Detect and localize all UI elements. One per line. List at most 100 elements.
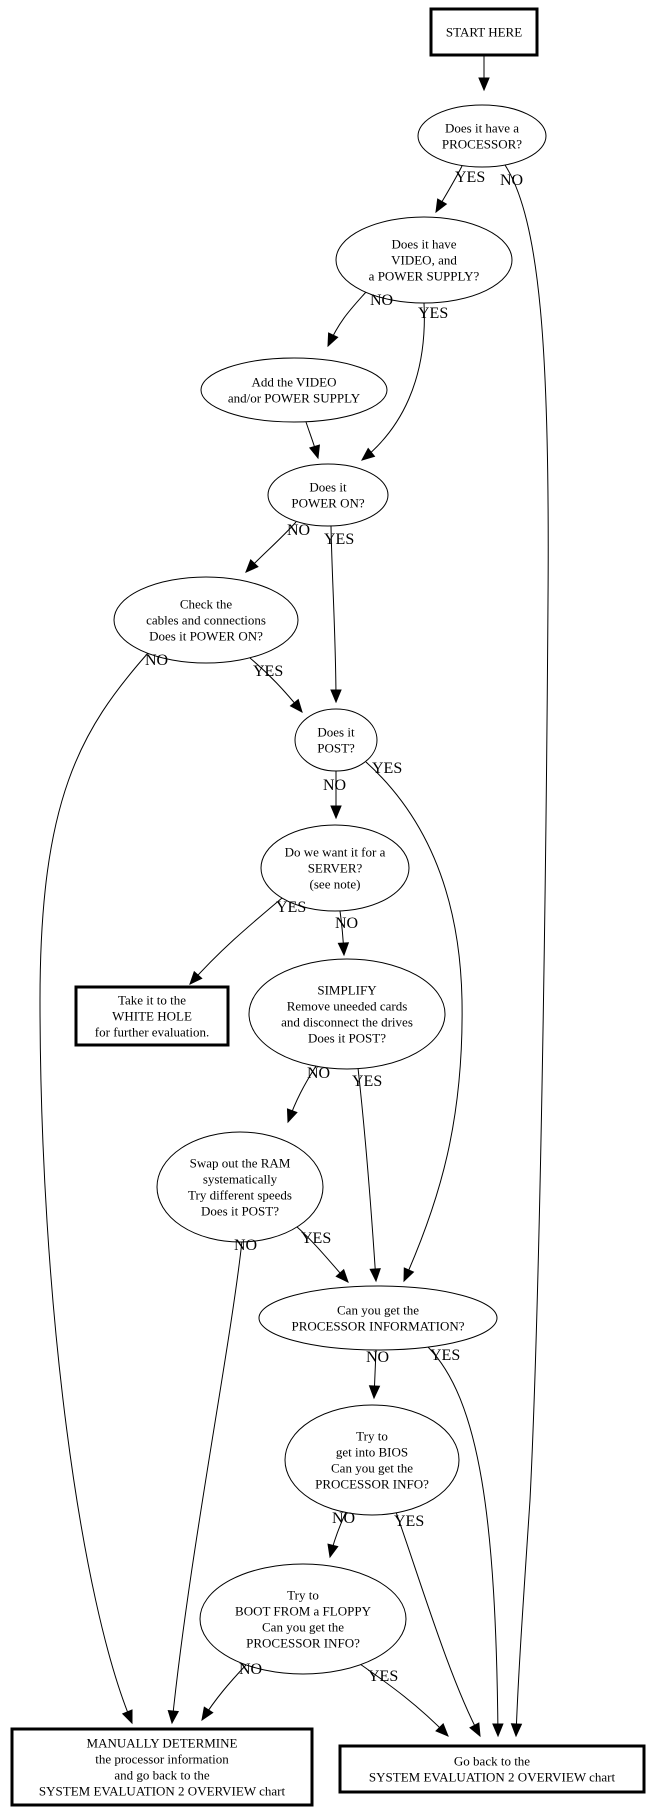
arrowhead-icon	[337, 942, 350, 957]
edge-line	[361, 302, 425, 461]
edge-line	[359, 1663, 449, 1737]
edge-label-yes: YES	[430, 1347, 460, 1364]
node-text-line: Does it POST?	[201, 1204, 279, 1219]
edge-video_psu-to-power_on	[360, 302, 425, 461]
decision-ellipse	[294, 708, 378, 772]
node-text-line: Go back to the	[454, 1754, 530, 1769]
arrowhead-icon	[245, 558, 259, 573]
node-text-line: PROCESSOR INFO?	[246, 1636, 360, 1651]
node-text-line: get into BIOS	[336, 1445, 408, 1460]
edge-post-to-server	[330, 771, 342, 820]
arrowhead-icon	[286, 1108, 298, 1124]
edge-power_on-to-check_cables	[245, 521, 297, 573]
edge-proc_info-to-bios	[368, 1349, 381, 1400]
edge-label-no: NO	[335, 915, 358, 932]
node-text-line: Does it have	[392, 237, 457, 252]
decision-ellipse	[417, 104, 547, 168]
decision-ellipse	[258, 1285, 498, 1351]
node-text-line: Does it POWER ON?	[149, 629, 263, 644]
decision-ellipse	[284, 1404, 460, 1516]
node-text-line: SIMPLIFY	[317, 983, 377, 998]
node-start: START HERE	[429, 7, 539, 57]
node-text-line: Does it	[317, 725, 355, 740]
terminal-box	[74, 985, 230, 1047]
node-text-line: Take it to the	[118, 993, 186, 1008]
arrowhead-icon	[289, 698, 303, 714]
edge-bios-to-floppy	[327, 1511, 347, 1559]
edge-video_psu-to-add_video	[327, 291, 367, 348]
edge-label-no: NO	[287, 522, 310, 539]
edge-line	[189, 897, 283, 985]
edge-processor-to-go_back	[504, 164, 549, 1738]
edge-swap_ram-to-proc_info	[295, 1225, 349, 1283]
edge-label-no: NO	[234, 1237, 257, 1254]
terminal-box	[429, 7, 539, 57]
edge-label-yes: YES	[455, 169, 485, 186]
edge-label-no: NO	[366, 1349, 389, 1366]
node-text-line: and/or POWER SUPPLY	[228, 391, 361, 406]
node-text-line: the processor information	[95, 1752, 229, 1767]
edges-layer	[39, 55, 549, 1738]
arrowhead-icon	[330, 805, 342, 820]
node-text-line: and go back to the	[114, 1768, 210, 1783]
node-text-line: cables and connections	[146, 613, 266, 628]
edge-line	[427, 1346, 499, 1737]
node-text-line: START HERE	[446, 25, 522, 40]
edge-line	[365, 761, 463, 1282]
edge-label-yes: YES	[394, 1513, 424, 1530]
node-text-line: Does it have a	[445, 121, 519, 136]
edge-floppy-to-manual	[201, 1664, 247, 1722]
edge-processor-to-video_psu	[435, 165, 463, 214]
edge-line	[39, 652, 149, 1724]
edge-label-yes: YES	[418, 305, 448, 322]
terminal-box	[10, 1727, 314, 1807]
node-text-line: Do we want it for a	[285, 845, 386, 860]
node-text-line: POST?	[317, 741, 355, 756]
arrowhead-icon	[360, 447, 376, 461]
node-text-line: Try to	[287, 1588, 319, 1603]
arrowhead-icon	[403, 1267, 415, 1283]
node-text-line: Remove uneeded cards	[287, 999, 408, 1014]
node-text-line: (see note)	[310, 877, 361, 892]
node-text-line: Can you get the	[262, 1620, 344, 1635]
edge-floppy-to-go_back	[359, 1663, 449, 1737]
arrowhead-icon	[201, 1706, 214, 1722]
node-text-line: and disconnect the drives	[281, 1015, 413, 1030]
edge-label-yes: YES	[352, 1073, 382, 1090]
decision-ellipse	[248, 958, 446, 1070]
node-text-line: systematically	[203, 1172, 278, 1187]
node-text-line: Swap out the RAM	[190, 1156, 291, 1171]
node-text-line: SYSTEM EVALUATION 2 OVERVIEW chart	[39, 1784, 286, 1799]
decision-ellipse	[267, 463, 389, 527]
terminal-box	[338, 1744, 646, 1794]
node-text-line: Can you get the	[331, 1461, 413, 1476]
node-text-line: Check the	[180, 597, 233, 612]
arrowhead-icon	[368, 1385, 381, 1400]
edge-server-to-simplify	[337, 910, 350, 957]
arrowhead-icon	[335, 1268, 349, 1283]
edge-label-yes: YES	[324, 531, 354, 548]
edge-line	[395, 1511, 481, 1737]
arrowhead-icon	[327, 1543, 339, 1559]
node-text-line: VIDEO, and	[391, 253, 457, 268]
edge-bios-to-go_back	[395, 1511, 481, 1738]
node-text-line: Does it POST?	[308, 1031, 386, 1046]
edge-label-no: NO	[323, 777, 346, 794]
edge-line	[171, 1240, 243, 1724]
node-text-line: MANUALLY DETERMINE	[87, 1736, 238, 1751]
edge-line	[330, 525, 337, 703]
arrowhead-icon	[510, 1723, 523, 1738]
edge-simplify-to-swap_ram	[286, 1065, 317, 1124]
node-text-line: POWER ON?	[291, 496, 365, 511]
